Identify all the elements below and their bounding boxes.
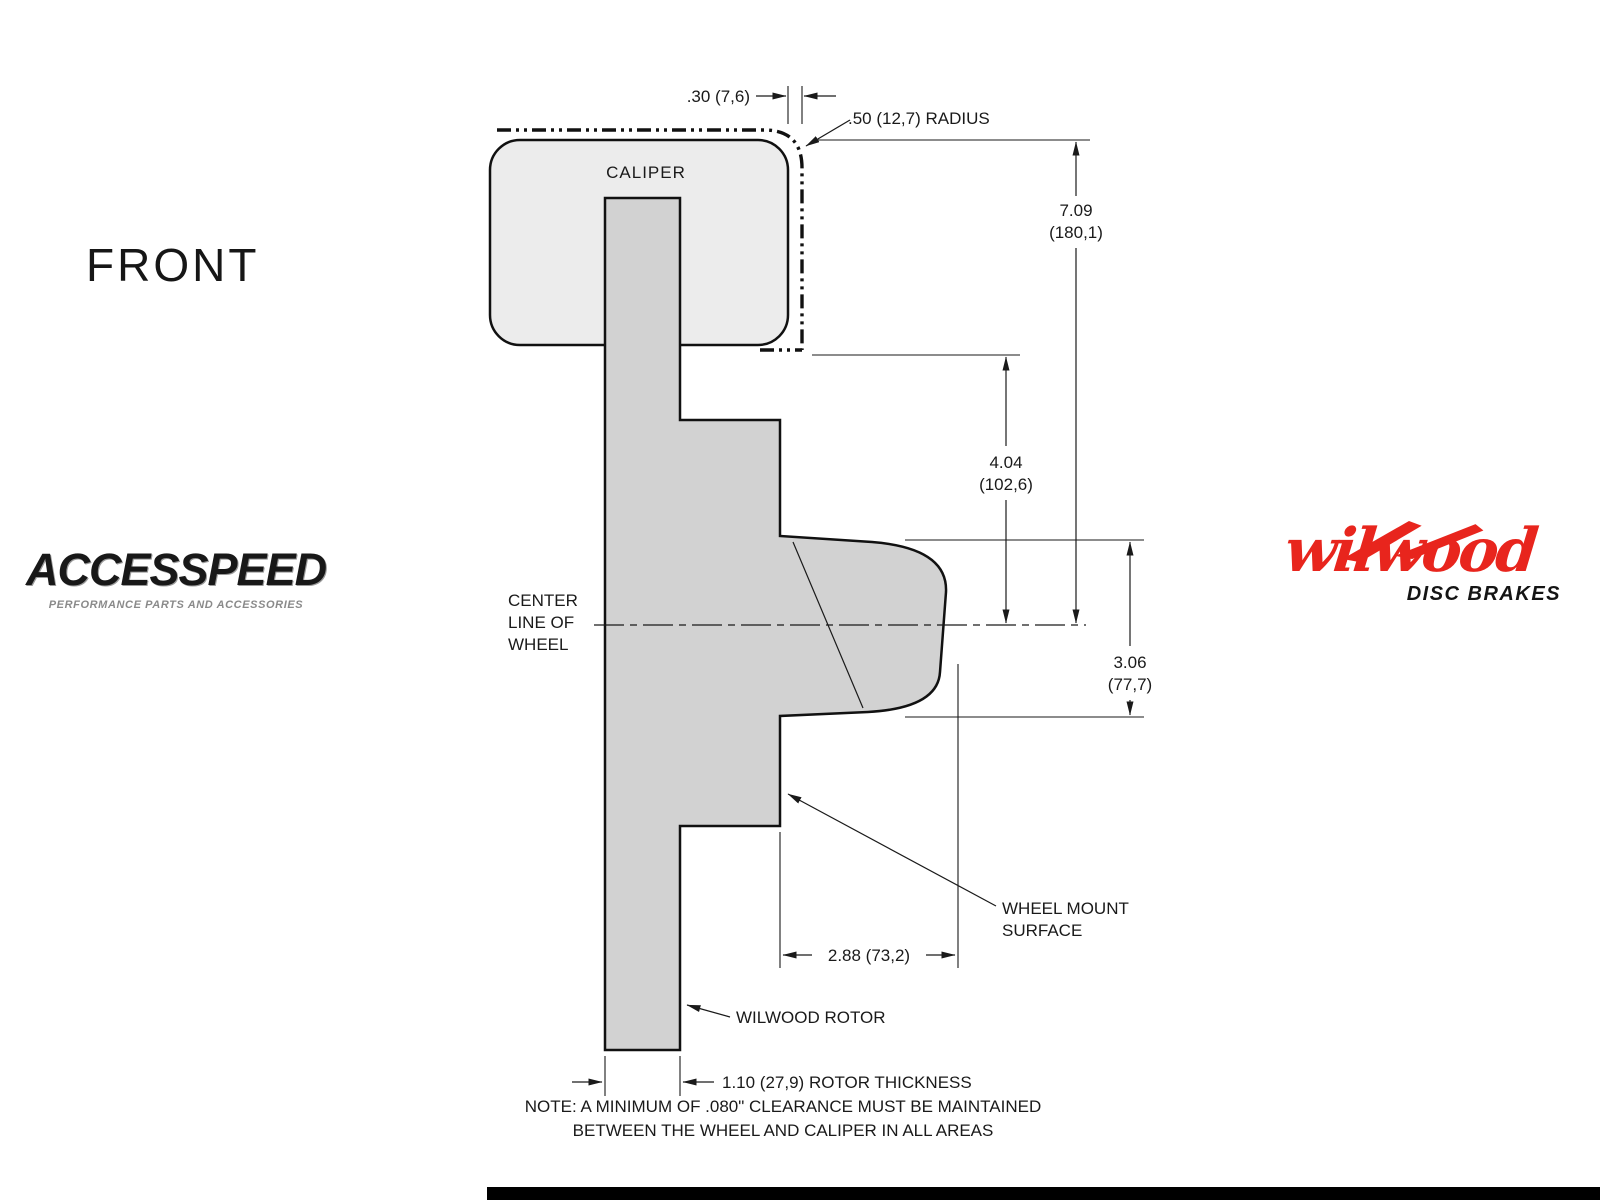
leader-line (787, 793, 997, 907)
centerline-label: CENTER (508, 591, 578, 610)
caliper-label: CALIPER (606, 163, 686, 182)
wilwood-logo: wilwood DISC BRAKES (1281, 516, 1565, 606)
accesspeed-logo: ACCESSPEED PERFORMANCE PARTS AND ACCESSO… (26, 544, 327, 611)
view-label: FRONT (86, 239, 260, 291)
wilwood-swoosh-icon (1342, 521, 1484, 563)
dimension-hub-height: 3.06 (77,7) (905, 539, 1152, 718)
centerline-label: LINE OF (508, 613, 574, 632)
callout-text: SURFACE (1002, 921, 1082, 940)
accesspeed-logo-text: ACCESSPEED (26, 544, 327, 595)
clearance-note: NOTE: A MINIMUM OF .080" CLEARANCE MUST … (525, 1097, 1041, 1140)
dimension-caliper-to-center: 4.04 (102,6) (812, 354, 1033, 624)
wheel-clearance-dashline (497, 128, 804, 350)
callout-text: WILWOOD ROTOR (736, 1008, 886, 1027)
dimension-text: .30 (7,6) (687, 87, 750, 106)
dimension-text: 3.06 (1113, 653, 1146, 672)
centerline-label: WHEEL (508, 635, 568, 654)
wilwood-subtitle: DISC BRAKES (1406, 583, 1561, 605)
bottom-border-bar (487, 1187, 1600, 1200)
dimension-mount-offset: 2.88 (73,2) (779, 664, 959, 968)
callout-text: WHEEL MOUNT (1002, 899, 1129, 918)
accesspeed-tagline: PERFORMANCE PARTS AND ACCESSORIES (48, 599, 304, 611)
wheel-mount-surface-callout: WHEEL MOUNT SURFACE (787, 793, 1129, 940)
wilwood-rotor-callout: WILWOOD ROTOR (686, 1004, 886, 1027)
note-line: NOTE: A MINIMUM OF .080" CLEARANCE MUST … (525, 1097, 1041, 1116)
dimension-text: 1.10 (27,9) ROTOR THICKNESS (722, 1073, 972, 1092)
dimension-overall-height: 7.09 (180,1) (818, 139, 1103, 624)
wheel-centerline-group: CENTER LINE OF WHEEL (508, 591, 1086, 654)
swoosh-stroke (1394, 524, 1484, 559)
dimension-corner-radius: .50 (12,7) RADIUS (805, 109, 990, 147)
dimension-text: (77,7) (1108, 675, 1152, 694)
dimension-text: 4.04 (989, 453, 1022, 472)
dimension-text: .50 (12,7) RADIUS (848, 109, 990, 128)
dimension-text: 2.88 (73,2) (828, 946, 910, 965)
dimension-text: 7.09 (1059, 201, 1092, 220)
rotor-shape (603, 196, 948, 1052)
leader-line (686, 1004, 731, 1018)
note-line: BETWEEN THE WHEEL AND CALIPER IN ALL ARE… (573, 1121, 994, 1140)
dimension-text: (180,1) (1049, 223, 1103, 242)
dimension-text: (102,6) (979, 475, 1033, 494)
dimension-rotor-thickness: 1.10 (27,9) ROTOR THICKNESS (572, 1056, 972, 1096)
swoosh-stroke (1342, 521, 1422, 563)
leader-line (805, 119, 851, 147)
dimension-top-gap: .30 (7,6) (687, 86, 836, 124)
